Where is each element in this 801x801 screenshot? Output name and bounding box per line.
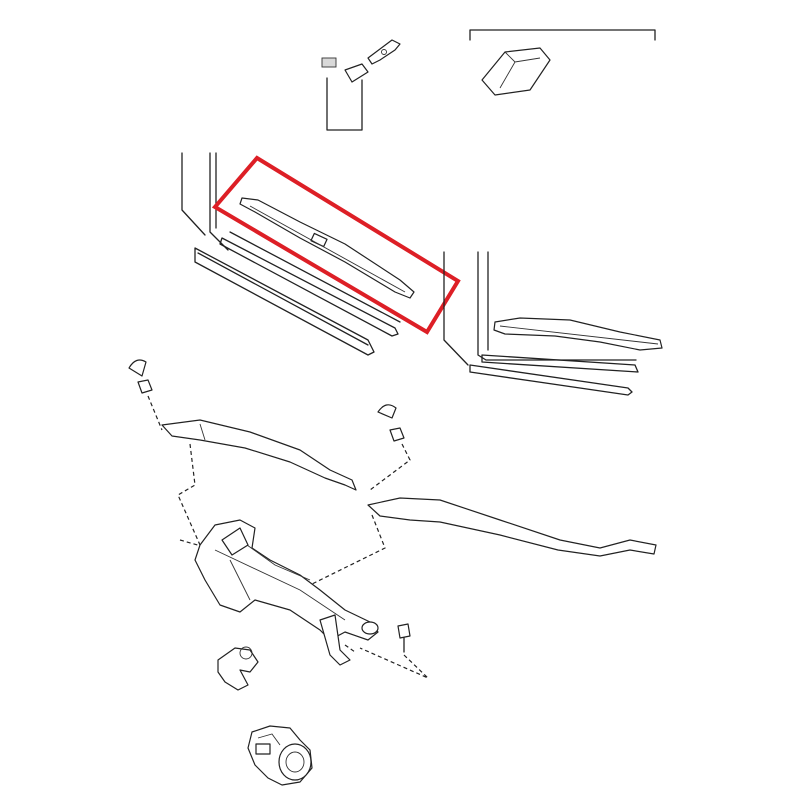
wiper-motor[interactable] [247,725,313,786]
driver-wiper-arm-group[interactable] [128,359,357,491]
motor-crank[interactable] [217,646,259,691]
nut-right [389,427,405,442]
wiper-refill-kit-group[interactable] [321,39,401,131]
windshield-right [443,251,639,396]
blade-cover [481,47,551,96]
linkage-bolt[interactable] [397,623,411,653]
clip-icon [321,57,337,68]
refill-tool [367,39,401,65]
arm-cap-left [128,359,147,377]
windshield-left [181,152,401,356]
refill-insert [344,63,369,83]
nut-left [137,379,153,394]
blade-cover-group[interactable] [469,29,656,96]
wiper-linkage[interactable] [194,519,379,666]
driver-wiper-arm [161,419,357,491]
driver-wiper-blade[interactable] [239,197,415,299]
arm-cap-right [377,404,397,419]
selection-highlight [211,155,461,335]
passenger-wiper-arm [367,497,657,557]
passenger-wiper-arm-group[interactable] [367,404,657,557]
passenger-wiper-blade[interactable] [493,317,663,351]
